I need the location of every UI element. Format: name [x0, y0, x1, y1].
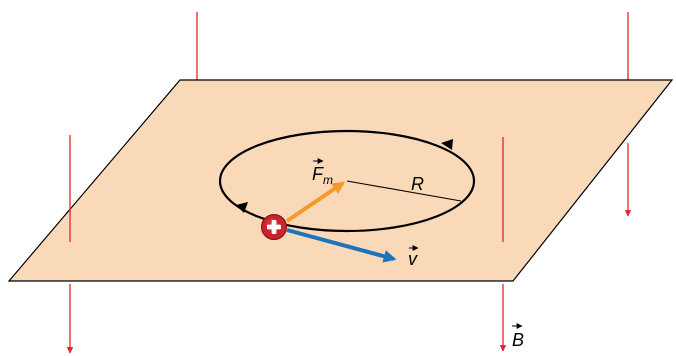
- velocity-label-text: v: [408, 249, 418, 269]
- positive-charge-icon: [261, 214, 287, 240]
- velocity-label: v: [408, 245, 419, 269]
- orbit-direction-arrow-right: [441, 139, 453, 150]
- radius-line: [346, 180, 462, 202]
- force-label-text: F: [312, 164, 324, 184]
- plane: [7, 79, 674, 282]
- force-vector: [285, 181, 346, 223]
- orbit: [218, 129, 476, 233]
- velocity-vector: [286, 228, 397, 263]
- force-label-subscript: m: [323, 173, 333, 187]
- field-label: B: [512, 323, 524, 350]
- orbit-direction-arrow-left: [236, 202, 248, 213]
- force-label: F m: [312, 158, 333, 187]
- field-label-text: B: [512, 330, 524, 350]
- radius-label: R: [411, 174, 424, 194]
